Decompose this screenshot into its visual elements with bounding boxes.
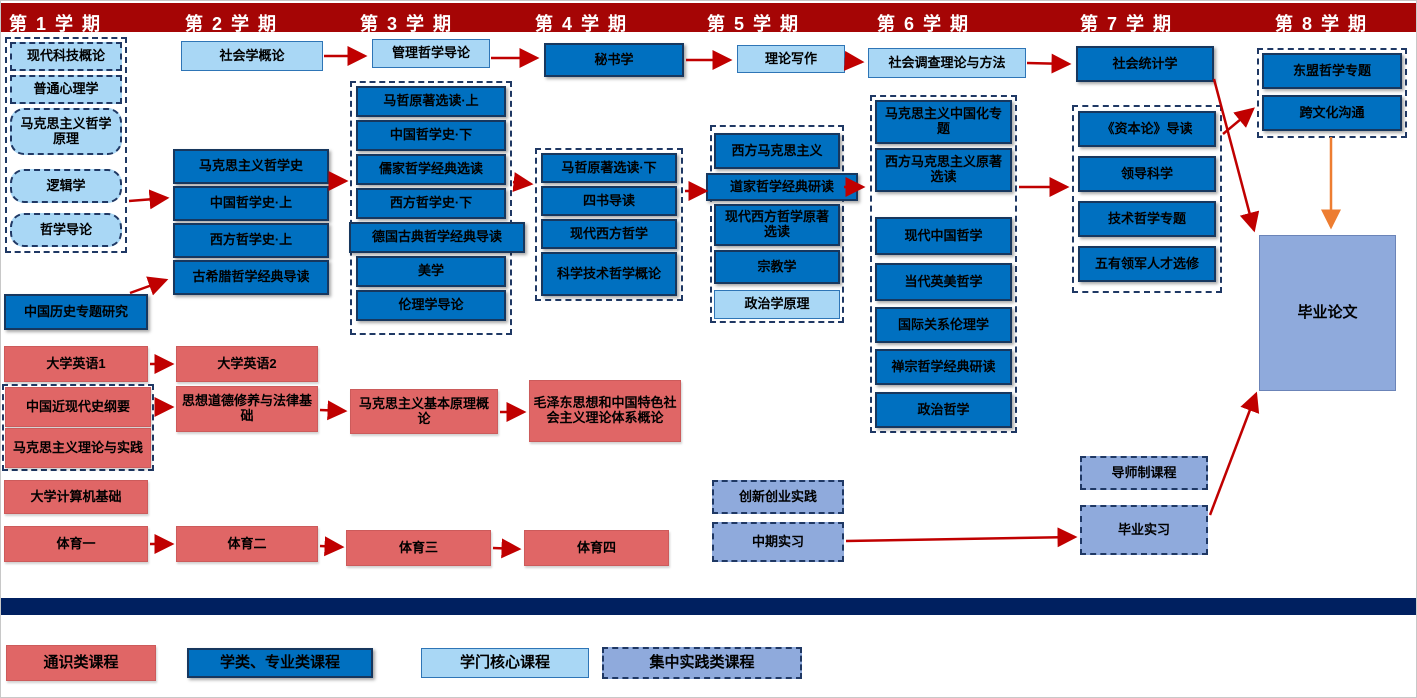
semester-label-4: 第 4 学 期 — [535, 14, 629, 34]
course-box: 社会统计学 — [1076, 46, 1214, 82]
course-box: 马克思主义中国化专题 — [875, 100, 1012, 144]
course-box: 《资本论》导读 — [1078, 111, 1216, 147]
arrow — [845, 527, 1078, 548]
course-box: 领导科学 — [1078, 156, 1216, 192]
course-box: 马哲原著选读·上 — [356, 86, 506, 117]
course-box: 中国哲学史·下 — [356, 120, 506, 151]
legend-general: 通识类课程 — [6, 645, 156, 681]
course-box: 社会学概论 — [181, 41, 323, 71]
course-box: 禅宗哲学经典研读 — [875, 349, 1012, 385]
sem6-major-group — [870, 95, 1017, 433]
course-box: 中国近现代史纲要 — [5, 387, 151, 427]
course-box: 体育二 — [176, 526, 318, 562]
legend-major: 学类、专业类课程 — [187, 648, 373, 678]
course-box: 普通心理学 — [10, 75, 122, 104]
semester-label-2: 第 2 学 期 — [185, 14, 279, 34]
course-box: 体育一 — [4, 526, 148, 562]
course-box: 西方哲学史·上 — [173, 223, 329, 258]
course-box: 东盟哲学专题 — [1262, 53, 1402, 89]
footer-bar — [1, 598, 1416, 615]
semester-label-3: 第 3 学 期 — [360, 14, 454, 34]
semester-label-8: 第 8 学 期 — [1275, 14, 1369, 34]
course-box: 儒家哲学经典选读 — [356, 154, 506, 185]
course-box: 西方马克思主义原著选读 — [875, 148, 1012, 192]
course-box: 技术哲学专题 — [1078, 201, 1216, 237]
arrow — [1208, 391, 1260, 516]
course-box: 马克思主义基本原理概论 — [350, 389, 498, 434]
course-box: 体育三 — [346, 530, 491, 566]
semester-label-6: 第 6 学 期 — [877, 14, 971, 34]
course-box: 德国古典哲学经典导读 — [349, 222, 525, 253]
course-box: 社会调查理论与方法 — [868, 48, 1026, 78]
sem5-major-group — [710, 125, 844, 323]
semester-header-bar: 第 1 学 期 第 2 学 期 第 3 学 期 第 4 学 期 第 5 学 期 … — [1, 3, 1416, 34]
course-box: 西方哲学史·下 — [356, 188, 506, 219]
course-box: 毕业实习 — [1080, 505, 1208, 555]
arrow — [129, 276, 169, 296]
thesis-box: 毕业论文 — [1259, 235, 1396, 391]
arrow — [128, 189, 170, 210]
course-box: 现代西方哲学原著选读 — [714, 204, 840, 246]
course-box: 毛泽东思想和中国特色社会主义理论体系概论 — [529, 380, 681, 442]
course-box: 马克思主义哲学原理 — [10, 108, 122, 155]
course-box: 西方马克思主义 — [714, 133, 840, 169]
course-box: 政治学原理 — [714, 290, 840, 319]
course-box: 当代英美哲学 — [875, 263, 1012, 301]
course-box: 古希腊哲学经典导读 — [173, 260, 329, 295]
course-box: 中期实习 — [712, 522, 844, 562]
legend-practice: 集中实践类课程 — [602, 647, 802, 679]
arrow — [512, 172, 534, 193]
course-box: 思想道德修养与法律基础 — [176, 386, 318, 432]
arrow — [1222, 107, 1255, 135]
course-box: 美学 — [356, 256, 506, 287]
course-box: 哲学导论 — [10, 213, 122, 247]
course-box: 体育四 — [524, 530, 669, 566]
semester-label-7: 第 7 学 期 — [1080, 14, 1174, 34]
course-box: 理论写作 — [737, 45, 845, 73]
course-box: 马哲原著选读·下 — [541, 153, 677, 183]
course-box: 政治哲学 — [875, 392, 1012, 428]
course-box: 中国历史专题研究 — [4, 294, 148, 330]
course-box: 伦理学导论 — [356, 290, 506, 321]
course-box: 现代西方哲学 — [541, 219, 677, 249]
course-box: 科学技术哲学概论 — [541, 252, 677, 296]
arrow — [492, 538, 522, 559]
course-box: 四书导读 — [541, 186, 677, 216]
course-box: 创新创业实践 — [712, 480, 844, 514]
sem4-major-group — [535, 148, 683, 301]
course-box: 大学英语2 — [176, 346, 318, 382]
course-box: 中国哲学史·上 — [173, 186, 329, 221]
sem1-core-group — [5, 37, 127, 253]
course-box: 大学英语1 — [4, 346, 148, 382]
course-box: 秘书学 — [544, 43, 684, 77]
course-box: 导师制课程 — [1080, 456, 1208, 490]
arrow — [1026, 53, 1072, 74]
course-box: 宗教学 — [714, 250, 840, 284]
arrow — [843, 50, 865, 71]
arrow — [319, 536, 345, 557]
course-box: 管理哲学导论 — [372, 39, 490, 68]
semester-label-1: 第 1 学 期 — [9, 14, 103, 34]
semester-label-5: 第 5 学 期 — [707, 14, 801, 34]
course-box: 大学计算机基础 — [4, 480, 148, 514]
course-box: 逻辑学 — [10, 169, 122, 203]
course-box: 国际关系伦理学 — [875, 307, 1012, 343]
course-box: 现代科技概论 — [10, 42, 122, 71]
course-box: 马克思主义哲学史 — [173, 149, 329, 184]
course-box: 马克思主义理论与实践 — [5, 428, 151, 468]
course-box: 现代中国哲学 — [875, 217, 1012, 255]
arrow — [319, 400, 348, 421]
course-box: 道家哲学经典研读 — [706, 173, 858, 201]
sem1-general-group — [2, 384, 154, 471]
course-box: 五有领军人才选修 — [1078, 246, 1216, 282]
legend-core: 学门核心课程 — [421, 648, 589, 678]
course-box: 跨文化沟通 — [1262, 95, 1402, 131]
sem3-major-group — [350, 81, 512, 335]
